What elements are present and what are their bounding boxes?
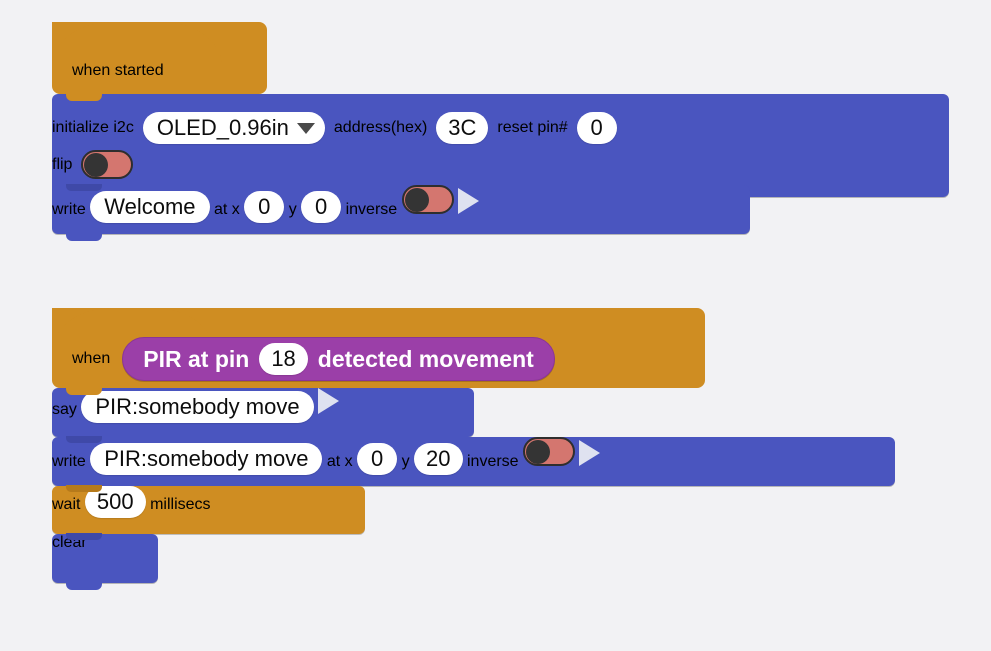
input-write-y[interactable]: 20 [414, 443, 463, 475]
toggle-inverse-knob [404, 187, 429, 212]
initialize-i2c-row-1: initialize i2c OLED_0.96in address(hex) … [52, 112, 949, 144]
label-write: write [52, 453, 86, 470]
label-clear: clear [52, 534, 87, 551]
block-write-welcome[interactable]: write Welcome at x 0 y 0 inverse [52, 184, 750, 241]
hat-block-when-pir[interactable]: when PIR at pin 18 detected movement [52, 308, 705, 395]
toggle-inverse[interactable] [523, 437, 576, 466]
label-y: y [288, 201, 297, 218]
play-arrow-icon[interactable] [579, 440, 601, 466]
reporter-label-detected-movement: detected movement [317, 345, 534, 372]
toggle-inverse-knob [526, 439, 551, 464]
hat-dome-shape [52, 22, 222, 68]
label-say: say [52, 401, 77, 418]
input-pir-pin[interactable]: 18 [259, 343, 308, 375]
toggle-inverse[interactable] [401, 185, 454, 214]
label-inverse: inverse [466, 453, 519, 470]
hat-label-when: when [72, 350, 111, 367]
label-reset-pin: reset pin# [497, 119, 568, 136]
label-inverse: inverse [345, 201, 398, 218]
label-flip: flip [52, 155, 73, 173]
label-wait: wait [52, 496, 81, 513]
label-write: write [52, 201, 86, 218]
label-initialize-i2c: initialize i2c [52, 119, 134, 136]
block-say[interactable]: say PIR:somebody move [52, 387, 474, 444]
hat-block-when-started[interactable]: when started [52, 22, 267, 101]
input-write-text[interactable]: Welcome [90, 191, 210, 223]
hat-label-when-started: when started [72, 62, 164, 79]
input-address-hex[interactable]: 3C [436, 112, 489, 144]
block-wait[interactable]: wait 500 millisecs [52, 485, 365, 541]
label-y: y [401, 453, 410, 470]
reporter-pir-detected-movement[interactable]: PIR at pin 18 detected movement [122, 337, 555, 381]
block-write-pir[interactable]: write PIR:somebody move at x 0 y 20 inve… [52, 436, 895, 493]
play-arrow-icon[interactable] [458, 188, 480, 214]
label-address-hex: address(hex) [333, 119, 428, 136]
label-millisecs: millisecs [150, 496, 211, 513]
toggle-flip-knob [84, 152, 109, 177]
input-write-x[interactable]: 0 [244, 191, 285, 223]
input-write-y[interactable]: 0 [301, 191, 342, 223]
block-initialize-i2c[interactable]: initialize i2c OLED_0.96in address(hex) … [52, 93, 949, 204]
toggle-flip[interactable] [81, 150, 134, 179]
reporter-label-pir-at-pin: PIR at pin [143, 345, 250, 372]
script-when-started[interactable]: when started initialize i2c OLED_0.96in … [52, 22, 949, 241]
initialize-i2c-row-2: flip [52, 150, 949, 179]
label-at-x: at x [326, 453, 353, 470]
input-say-text[interactable]: PIR:somebody move [81, 391, 314, 423]
input-reset-pin[interactable]: 0 [576, 112, 617, 144]
dropdown-oled-model-value: OLED_0.96in [156, 115, 289, 140]
dropdown-oled-model[interactable]: OLED_0.96in [142, 112, 325, 144]
label-at-x: at x [213, 201, 240, 218]
input-write-text[interactable]: PIR:somebody move [90, 443, 323, 475]
input-wait-duration[interactable]: 500 [84, 486, 146, 518]
input-write-x[interactable]: 0 [357, 443, 398, 475]
chevron-down-icon [296, 122, 315, 134]
play-arrow-icon[interactable] [318, 388, 340, 414]
block-clear[interactable]: clear [52, 533, 158, 590]
script-when-pir-detected[interactable]: when PIR at pin 18 detected movement say… [52, 308, 895, 590]
